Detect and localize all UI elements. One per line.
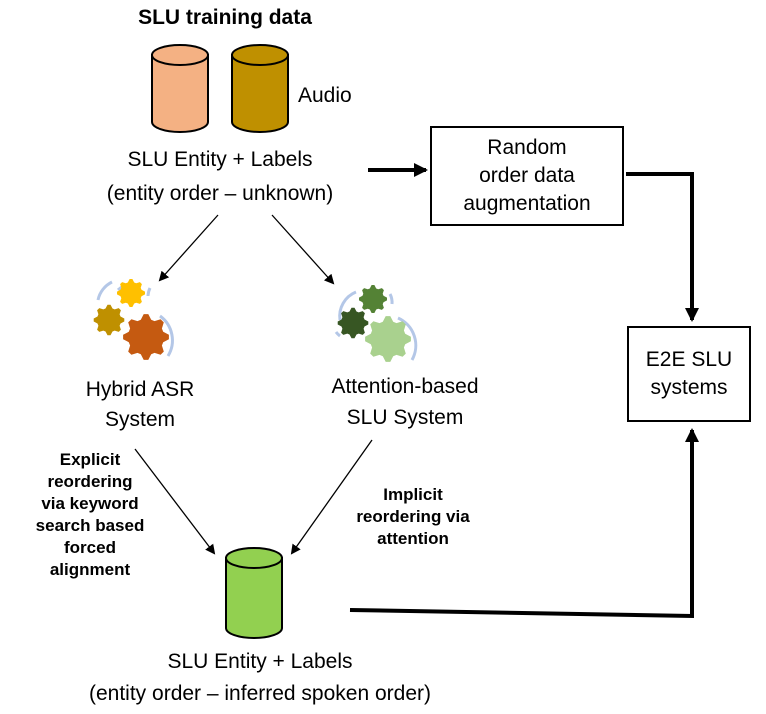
- implicit-line: attention: [377, 529, 449, 548]
- arrow-output-to-e2e: [349, 428, 699, 619]
- explicit-line: via keyword: [41, 494, 139, 513]
- audio-label: Audio: [298, 84, 352, 107]
- gear-icon: [359, 285, 387, 313]
- attention-gears-icon: [334, 285, 418, 362]
- explicit-line: forced: [64, 538, 116, 557]
- explicit-line: Explicit: [59, 450, 121, 469]
- training-data-title: SLU training data: [138, 6, 312, 29]
- explicit-line: reordering: [47, 472, 133, 491]
- gear-icon: [117, 279, 145, 307]
- arrow-to-attention: [271, 214, 335, 285]
- hybrid-label-line2: System: [104, 408, 175, 431]
- training-label-line1: SLU Entity + Labels: [127, 148, 313, 171]
- hybrid-gears-icon: [93, 279, 174, 360]
- training-label-line2: (entity order – unknown): [106, 182, 334, 205]
- explicit-line: search based: [35, 516, 145, 535]
- augmentation-line1: Random: [487, 136, 567, 159]
- gear-icon: [337, 307, 369, 339]
- attention-label-line1: Attention-based: [331, 375, 479, 398]
- e2e-slu-box: E2E SLU systems: [627, 326, 751, 422]
- arrow-hybrid-to-output: [134, 448, 216, 555]
- arrow-attention-to-output: [290, 439, 373, 555]
- arrow-to-hybrid: [158, 214, 219, 282]
- augmentation-box: Random order data augmentation: [430, 126, 624, 226]
- output-cylinder-icon: [225, 547, 283, 639]
- explicit-line: alignment: [49, 560, 131, 579]
- attention-label-line2: SLU System: [346, 406, 464, 429]
- output-label-line2: (entity order – inferred spoken order): [89, 682, 431, 705]
- implicit-line: Implicit: [383, 485, 443, 504]
- gear-icon: [123, 314, 169, 360]
- gear-icon: [93, 304, 125, 336]
- implicit-line: reordering via: [356, 507, 470, 526]
- entity-cylinder-icon: [151, 44, 209, 133]
- e2e-line1: E2E SLU: [645, 348, 733, 371]
- augmentation-line2: order data: [479, 164, 575, 187]
- audio-cylinder-icon: [231, 44, 289, 133]
- output-label-line1: SLU Entity + Labels: [167, 650, 353, 673]
- implicit-reordering-note: Implicit reordering via attention: [338, 484, 488, 550]
- explicit-reordering-note: Explicit reordering via keyword search b…: [20, 449, 160, 581]
- e2e-line2: systems: [650, 376, 728, 399]
- hybrid-label-line1: Hybrid ASR: [85, 378, 195, 401]
- arrow-augmentation-to-e2e: [626, 172, 699, 322]
- augmentation-line3: augmentation: [463, 192, 591, 215]
- gear-icon: [365, 316, 411, 362]
